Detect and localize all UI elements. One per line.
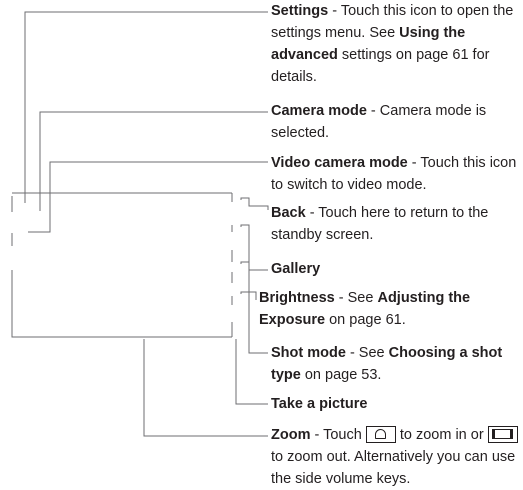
page-reference: Using the advanced bbox=[271, 25, 466, 63]
leader-gallery bbox=[240, 224, 268, 271]
leader-video-mode bbox=[28, 161, 268, 233]
callout-term: Settings bbox=[271, 3, 329, 19]
callout-term: Zoom bbox=[271, 427, 311, 443]
callout-brightness: Brightness - See Adjusting the Exposure … bbox=[259, 290, 471, 328]
callout-camera-mode: Camera mode - Camera mode is selected. bbox=[271, 103, 487, 141]
leader-camera-mode bbox=[39, 111, 268, 211]
leader-brightness bbox=[240, 261, 257, 300]
leader-take-picture bbox=[235, 339, 268, 405]
callout-gallery: Gallery bbox=[271, 258, 521, 280]
callout-shot-mode: Shot mode - See Choosing a shot type on … bbox=[271, 345, 503, 383]
callout-video-mode: Video camera mode - Touch this icon to s… bbox=[271, 155, 517, 193]
leader-back bbox=[240, 197, 269, 210]
callout-take-picture: Take a picture bbox=[271, 393, 521, 415]
zoom-out-icon bbox=[487, 426, 518, 443]
page-reference: Choosing a shot type bbox=[271, 345, 503, 383]
callout-term: Brightness bbox=[259, 290, 335, 306]
callout-term: Video camera mode bbox=[271, 155, 408, 171]
callout-term: Gallery bbox=[271, 261, 321, 277]
leader-settings bbox=[24, 11, 268, 203]
callout-term: Take a picture bbox=[271, 396, 368, 412]
leader-shot-mode bbox=[240, 291, 268, 354]
zoom-in-icon bbox=[365, 426, 396, 443]
callout-term: Shot mode bbox=[271, 345, 346, 361]
callout-settings: Settings - Touch this icon to open the s… bbox=[271, 3, 514, 85]
callout-term: Camera mode bbox=[271, 103, 367, 119]
page-reference: Adjusting the Exposure bbox=[259, 290, 471, 328]
callout-back: Back - Touch here to return to the stand… bbox=[271, 205, 489, 243]
callout-zoom: Zoom - Touch to zoom in or to zoom out. … bbox=[271, 424, 521, 490]
callout-term: Back bbox=[271, 205, 306, 221]
leader-zoom bbox=[143, 339, 268, 437]
screen-frame-left bbox=[11, 196, 232, 338]
